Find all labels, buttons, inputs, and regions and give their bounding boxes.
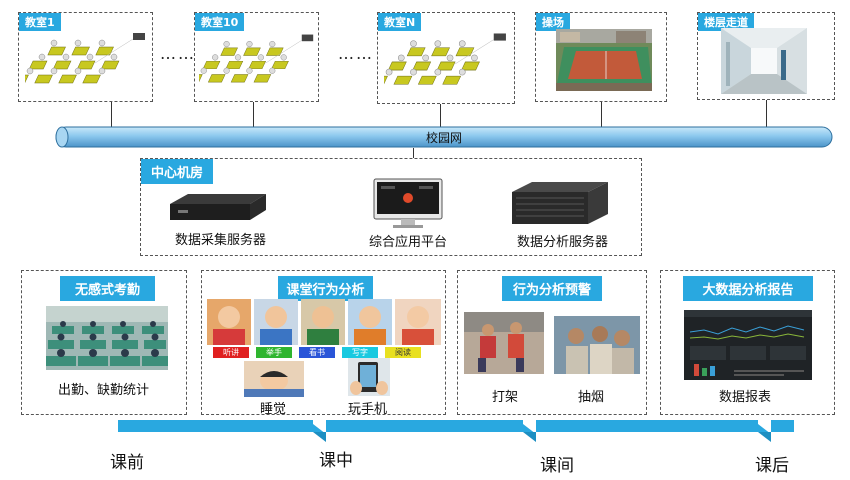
- data-analysis-server-image: [512, 182, 608, 224]
- network-label: 校园网: [426, 131, 463, 145]
- corridor-photo: [721, 28, 807, 94]
- phone-playing-photo: [348, 358, 390, 396]
- ellipsis: ……: [338, 44, 374, 63]
- classroom-box: 教室10: [194, 12, 319, 102]
- data-collection-server-caption: 数据采集服务器: [175, 233, 267, 248]
- behavior-tag: 阅读: [385, 347, 421, 358]
- classroom-behavior-title: 课堂行为分析: [278, 276, 373, 301]
- machine-room-label: 中心机房: [141, 159, 214, 184]
- link-line: [111, 102, 112, 128]
- application-platform-monitor-image: [373, 178, 443, 228]
- attendance-title: 无感式考勤: [60, 276, 155, 301]
- playground-photo: [556, 29, 652, 91]
- data-collection-server-image: [170, 194, 266, 220]
- application-platform-caption: 综合应用平台: [369, 235, 448, 250]
- behavior-tag: 举手: [256, 347, 292, 358]
- behavior-tag: 听讲: [213, 347, 249, 358]
- fighting-photo: [464, 312, 544, 374]
- playground-box: 操场: [535, 12, 667, 102]
- classroom-label: 教室1: [19, 13, 61, 31]
- behavior-photo-strip: [207, 299, 441, 345]
- playground-label: 操场: [536, 13, 570, 31]
- link-line: [601, 102, 602, 128]
- classroom-desks-illustration: [384, 33, 506, 85]
- classroom-desks-illustration: [25, 33, 145, 84]
- corridor-label: 楼层走道: [698, 13, 754, 31]
- classroom-label: 教室N: [378, 13, 422, 31]
- phase-before-class: 课前: [110, 453, 144, 473]
- behavior-warning-title: 行为分析预警: [502, 276, 602, 301]
- campus-network-bar: [55, 126, 833, 148]
- phase-during-class: 课中: [319, 451, 353, 471]
- sleeping-student-photo: [244, 361, 304, 397]
- classroom-desks-illustration: [199, 34, 314, 83]
- smoking-caption: 抽烟: [578, 390, 605, 405]
- fighting-caption: 打架: [492, 390, 519, 405]
- classroom-label: 教室10: [195, 13, 245, 31]
- attendance-classroom-photo: [46, 306, 168, 370]
- behavior-tag: 看书: [299, 347, 335, 358]
- report-title: 大数据分析报告: [683, 276, 813, 301]
- corridor-box: 楼层走道: [697, 12, 835, 100]
- link-line: [766, 100, 767, 128]
- attendance-caption: 出勤、缺勤统计: [58, 383, 150, 398]
- phase-break: 课间: [540, 456, 574, 476]
- link-line: [253, 102, 254, 128]
- data-analysis-server-caption: 数据分析服务器: [517, 235, 609, 250]
- ellipsis: ……: [160, 44, 196, 63]
- report-dashboard-screenshot: [684, 310, 812, 380]
- behavior-tag: 写字: [342, 347, 378, 358]
- link-line: [440, 104, 441, 128]
- timeline-ribbon: [118, 420, 794, 442]
- phone-caption: 玩手机: [348, 402, 388, 417]
- sleeping-caption: 睡觉: [260, 402, 287, 417]
- smoking-photo: [554, 316, 640, 374]
- phase-after-class: 课后: [755, 456, 789, 476]
- classroom-box: 教室N: [377, 12, 515, 104]
- classroom-box: 教室1: [18, 12, 153, 102]
- report-caption: 数据报表: [719, 390, 772, 405]
